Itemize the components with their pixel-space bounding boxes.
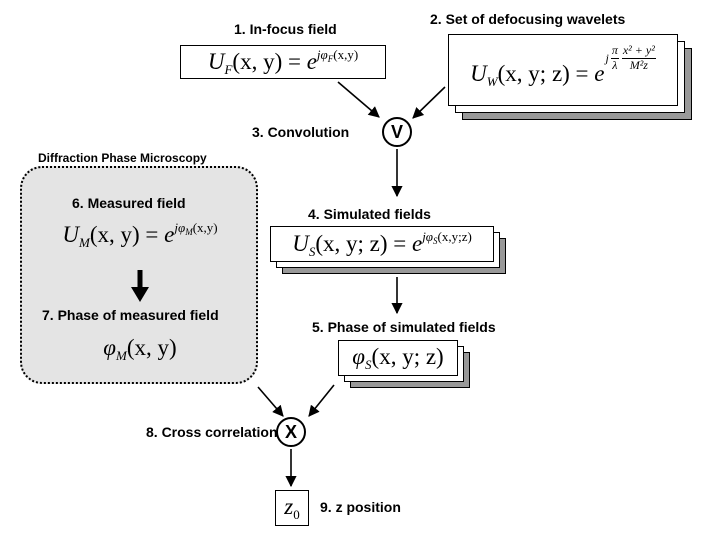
in-focus-field-label: 1. In-focus field bbox=[234, 21, 337, 37]
simulated-phase-label: 5. Phase of simulated fields bbox=[312, 319, 496, 335]
defocusing-wavelets-label: 2. Set of defocusing wavelets bbox=[430, 11, 626, 27]
cross-correlation-operator-icon: X bbox=[276, 417, 306, 447]
convolution-label: 3. Convolution bbox=[252, 124, 350, 140]
defocusing-wavelets-equation: UW(x, y; z) = e j π λ x² + y² M²z bbox=[470, 43, 656, 89]
measured-phase-label: 7. Phase of measured field bbox=[42, 307, 219, 323]
z-position-box: z0 bbox=[275, 490, 309, 526]
simulated-fields-label: 4. Simulated fields bbox=[308, 206, 431, 222]
measured-phase-equation: φM(x, y) bbox=[103, 335, 177, 363]
in-focus-field-equation: UF(x, y) = ejφF(x,y) bbox=[207, 46, 359, 77]
z-position-equation: z0 bbox=[284, 493, 300, 522]
z-position-label: 9. z position bbox=[320, 499, 401, 515]
arrow-in-focus-to-convolution bbox=[337, 81, 380, 118]
arrow-measured-to-phase-head bbox=[131, 287, 149, 302]
simulated-fields-box: US(x, y; z) = ejφS(x,y;z) bbox=[270, 226, 494, 262]
cross-correlation-label: 8. Cross correlation bbox=[146, 424, 278, 440]
simulated-phase-box: φS(x, y; z) bbox=[338, 340, 458, 376]
convolution-operator-icon: V bbox=[382, 117, 412, 147]
measured-field-equation-wrap: UM(x, y) = ejφM(x,y) bbox=[40, 220, 240, 251]
measured-phase-equation-wrap: φM(x, y) bbox=[40, 335, 240, 364]
arrow-wavelets-to-convolution bbox=[412, 86, 446, 119]
simulated-fields-equation: US(x, y; z) = ejφS(x,y;z) bbox=[292, 228, 472, 259]
arrow-meas-phase-to-cross-correlation bbox=[257, 386, 284, 417]
defocusing-wavelets-box: UW(x, y; z) = e j π λ x² + y² M²z bbox=[448, 34, 678, 106]
dpm-panel-title: Diffraction Phase Microscopy bbox=[38, 151, 207, 165]
measured-field-label: 6. Measured field bbox=[72, 195, 186, 211]
measured-field-equation: UM(x, y) = ejφM(x,y) bbox=[62, 220, 218, 250]
simulated-phase-equation: φS(x, y; z) bbox=[352, 343, 444, 372]
arrow-sim-phase-to-cross-correlation bbox=[308, 384, 335, 417]
in-focus-field-box: UF(x, y) = ejφF(x,y) bbox=[180, 45, 386, 79]
